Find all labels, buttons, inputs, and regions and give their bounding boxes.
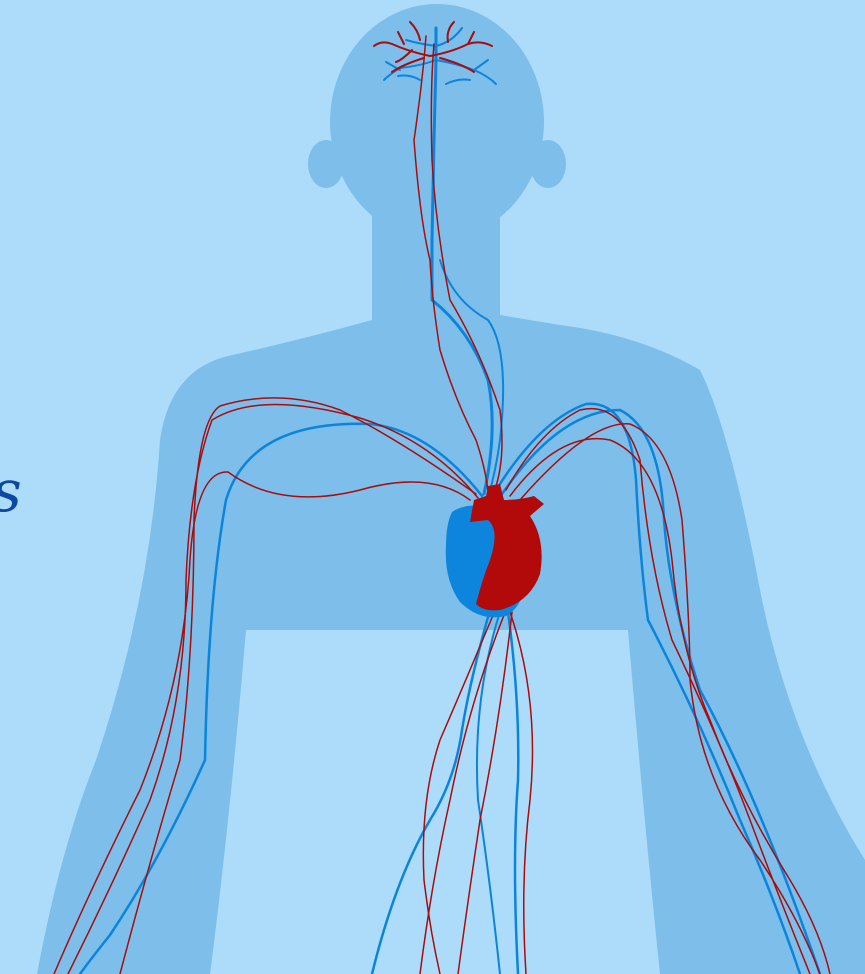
partial-heading-text: s (0, 462, 22, 520)
